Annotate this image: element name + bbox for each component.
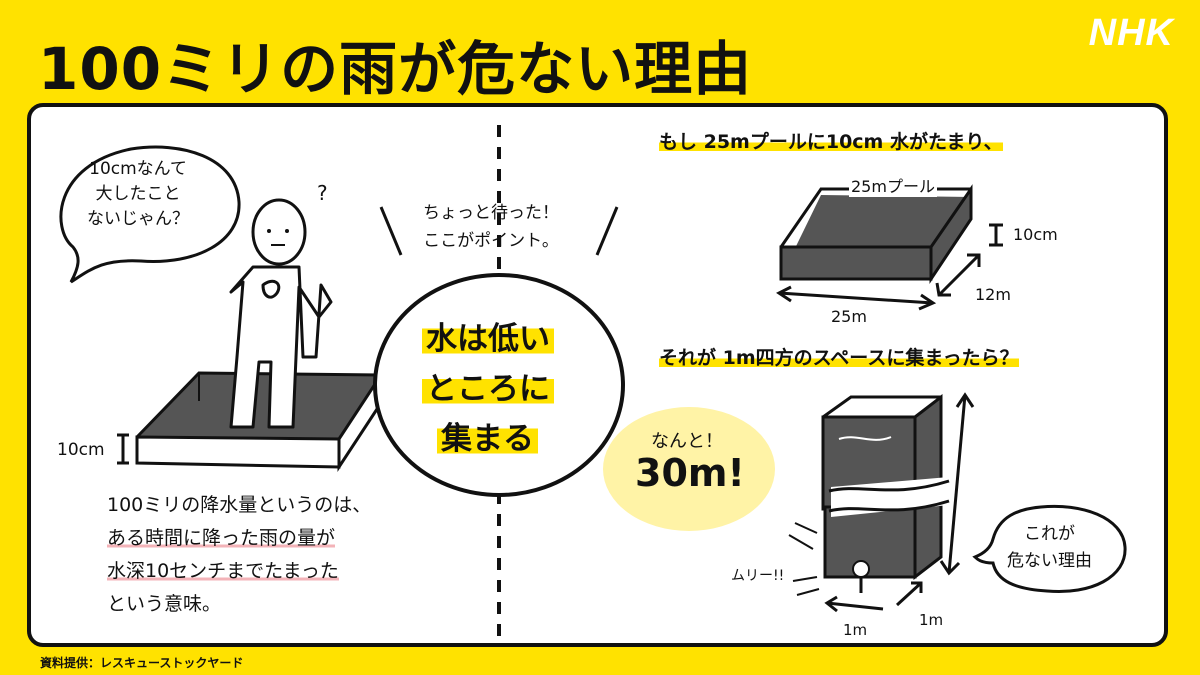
callout-line-1: ちょっと待った！ <box>423 203 559 223</box>
pool-depth-label: 10cm <box>1013 225 1058 244</box>
thought-bubble <box>59 145 241 284</box>
question-mark: ? <box>317 181 328 205</box>
thought-bubble-text: 10cmなんて 大したこと ないじゃん？ <box>87 157 189 232</box>
explanation-text: 100ミリの降水量というのは、 ある時間に降った雨の量が 水深10センチまでたま… <box>107 489 371 621</box>
danger-text: これが 危ない理由 <box>1007 521 1092 575</box>
depth-label-left: 10cm <box>57 440 105 460</box>
explanation-line-4: という意味。 <box>107 593 222 615</box>
nhk-logo: NHK <box>1088 12 1174 54</box>
column-height-arrow <box>939 392 975 576</box>
person-figure <box>229 198 333 429</box>
pool-width-label: 12m <box>975 285 1011 304</box>
column-base-label-a: 1m <box>843 621 868 639</box>
column-caption: それが 1m四方のスペースに集まったら？ <box>659 343 1019 370</box>
motion-lines <box>788 522 820 596</box>
thought-line-1: 10cmなんて <box>89 159 187 179</box>
explanation-line-1: 100ミリの降水量というのは、 <box>107 494 372 516</box>
result-bubble <box>603 407 775 531</box>
eye-left <box>267 229 271 233</box>
eye-right <box>285 229 289 233</box>
column-base-label-b: 1m <box>919 611 944 629</box>
danger-line-2: 危ない理由 <box>1007 551 1092 571</box>
callout-line-2: ここがポイント。 <box>423 231 559 251</box>
result-value: 30m! <box>635 451 745 495</box>
water-column <box>821 393 950 593</box>
thought-line-2: 大したこと <box>95 184 181 204</box>
thought-line-3: ないじゃん？ <box>87 209 189 229</box>
illustration-panel: 10cmなんて 大したこと ないじゃん？ ? 10cm 100ミリの降水量という… <box>27 103 1168 647</box>
key-point-line-1: 水は低い <box>422 313 554 358</box>
page-title: 100ミリの雨が危ない理由 <box>38 35 753 103</box>
explanation-line-2: ある時間に降った雨の量が <box>107 527 336 549</box>
result-lead: なんと！ <box>651 431 723 452</box>
pool-label: 25mプール <box>849 173 937 197</box>
column-base-arrows <box>824 581 923 613</box>
callout-stroke-right <box>595 206 619 256</box>
pool-dimension-arrows <box>776 223 1003 311</box>
key-point-line-3: 集まる <box>437 413 538 458</box>
danger-line-1: これが <box>1024 524 1075 544</box>
pool-caption: もし 25mプールに10cm 水がたまり、 <box>659 127 1003 154</box>
callout-stroke-left <box>379 206 403 256</box>
sound-effect: ムリー!! <box>731 568 785 584</box>
callout-text: ちょっと待った！ ここがポイント。 <box>423 199 559 255</box>
key-point-line-2: ところに <box>422 363 554 408</box>
explanation-line-3: 水深10センチまでたまった <box>107 560 339 582</box>
pool-drawing <box>779 184 973 284</box>
depth-bracket-left <box>117 433 129 465</box>
danger-bubble <box>972 504 1127 594</box>
water-tray <box>135 369 383 473</box>
source-credit: 資料提供：レスキューストックヤード <box>40 656 244 670</box>
pool-length-label: 25m <box>831 307 867 326</box>
